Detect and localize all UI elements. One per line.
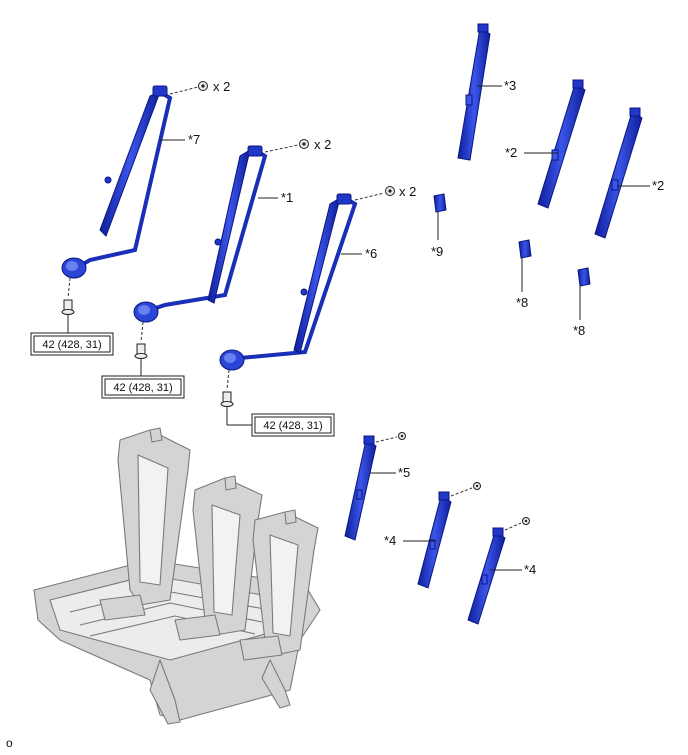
quantity-label-7: x 2 xyxy=(213,79,230,94)
screw-icon xyxy=(450,482,481,497)
bolt-icon xyxy=(354,186,395,201)
strip-part-3 xyxy=(457,23,491,161)
seat-frame xyxy=(33,427,321,725)
anchor-bolt-icon xyxy=(134,321,148,376)
clip-part-8b xyxy=(577,267,591,320)
screw-icon xyxy=(504,517,530,531)
strip-part-2b xyxy=(594,107,643,239)
callout-2b: *2 xyxy=(652,178,664,193)
callout-1: *1 xyxy=(281,190,293,205)
seat-belt-7 xyxy=(61,85,173,279)
strip-part-2a xyxy=(537,79,586,209)
torque-box-6: 42 (428, 31) xyxy=(251,413,335,437)
strip-part-4a xyxy=(417,491,452,589)
callout-4b: *4 xyxy=(524,562,536,577)
corner-mark: o xyxy=(6,736,13,750)
clip-part-9 xyxy=(433,193,447,240)
torque-value-7: 42 (428, 31) xyxy=(42,339,101,351)
callout-3: *3 xyxy=(504,78,516,93)
torque-box-1: 42 (428, 31) xyxy=(101,375,185,399)
torque-box-7: 42 (428, 31) xyxy=(30,332,114,356)
callout-2a: *2 xyxy=(505,145,517,160)
bolt-icon xyxy=(264,139,309,153)
callout-7: *7 xyxy=(188,132,200,147)
seat-belt-1 xyxy=(133,145,268,323)
callout-4a: *4 xyxy=(384,533,396,548)
clip-part-8a xyxy=(518,239,532,292)
callout-8b: *8 xyxy=(573,323,585,338)
anchor-bolt-icon xyxy=(61,277,75,333)
torque-value-1: 42 (428, 31) xyxy=(113,382,172,394)
torque-value-6: 42 (428, 31) xyxy=(263,420,322,432)
bolt-icon xyxy=(169,81,208,95)
quantity-label-1: x 2 xyxy=(314,137,331,152)
strip-part-4b xyxy=(467,527,506,625)
strip-part-5 xyxy=(344,435,377,541)
screw-icon xyxy=(375,432,406,443)
callout-9: *9 xyxy=(431,244,443,259)
callout-8a: *8 xyxy=(516,295,528,310)
anchor-bolt-icon xyxy=(220,369,252,426)
callout-5: *5 xyxy=(398,465,410,480)
callout-6: *6 xyxy=(365,246,377,261)
seat-belt-6 xyxy=(219,193,358,371)
quantity-label-6: x 2 xyxy=(399,184,416,199)
